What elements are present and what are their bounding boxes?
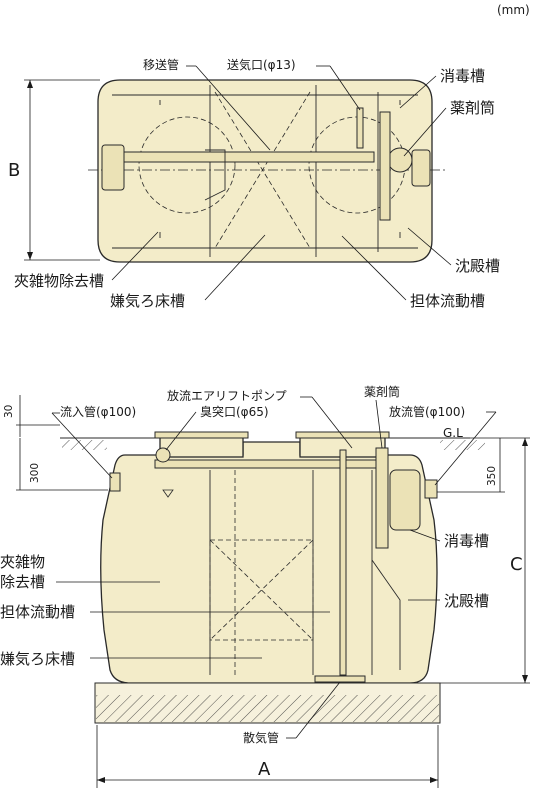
label-top-chemical: 薬剤筒 xyxy=(450,99,495,117)
lead-top-foreign xyxy=(111,231,159,281)
dim-c-label: C xyxy=(510,554,523,575)
side-inlet-stub xyxy=(109,472,121,492)
top-manhole-1 xyxy=(138,116,236,214)
lead-diffuser xyxy=(295,681,341,739)
dim-b-label: B xyxy=(8,160,20,181)
label-top-anaerobic: 嫌気ろ床槽 xyxy=(110,292,185,310)
top-air-inlet-pipe xyxy=(356,107,364,149)
side-foundation-hatch xyxy=(96,695,439,722)
side-filter-box xyxy=(209,539,314,641)
side-view: A C 30 300 350 G.L 放流エアリフトポンプ 薬剤筒 流入管(φ1… xyxy=(0,384,530,788)
top-vertical-pipe xyxy=(379,111,391,221)
side-disinfection-box xyxy=(389,469,421,531)
dim-a-label: A xyxy=(258,759,271,780)
lead-top-disinfection xyxy=(399,75,437,109)
top-transfer-pipe xyxy=(123,151,375,163)
label-side-foreign-1: 夾雑物 xyxy=(0,553,45,571)
top-cross-2 xyxy=(214,91,311,249)
side-outlet-stub xyxy=(424,479,438,499)
lead-inflow xyxy=(51,412,113,479)
label-top-disinfection: 消毒槽 xyxy=(440,67,485,85)
side-odor-vent xyxy=(155,447,171,463)
dim-30-label: 30 xyxy=(3,405,15,418)
unit-label: (mm) xyxy=(497,3,530,17)
top-detail-a xyxy=(204,149,226,201)
label-top-carrier: 担体流動槽 xyxy=(410,292,485,310)
ground-hatch-right xyxy=(440,440,485,450)
top-chemical-cylinder xyxy=(387,147,413,173)
lead-top-anaerobic xyxy=(204,234,266,301)
top-view: B 移送管 送気口(φ13) 消毒槽 薬剤筒 夾雑物除去槽 嫌気ろ床槽 担体流動… xyxy=(8,57,500,310)
lead-discharge xyxy=(434,411,497,486)
lead-airlift xyxy=(311,396,353,449)
top-inlet-box xyxy=(101,144,125,191)
top-outlet-box xyxy=(411,149,431,187)
label-gl: G.L xyxy=(443,426,463,440)
side-diffuser-pipe xyxy=(314,675,366,683)
side-airlift-pipe xyxy=(339,449,347,676)
lead-side-chemical xyxy=(375,399,383,449)
side-chemical-cylinder xyxy=(375,447,389,549)
lead-top-chemical xyxy=(403,107,447,157)
label-transfer-pipe: 移送管 xyxy=(143,57,179,72)
side-manhole-1-lid xyxy=(154,431,249,439)
label-top-foreign: 夾雑物除去槽 xyxy=(14,272,104,290)
lead-top-carrier xyxy=(341,235,407,301)
water-level-mark xyxy=(162,489,174,498)
label-side-anaerobic: 嫌気ろ床槽 xyxy=(0,650,75,668)
dim-300-label: 300 xyxy=(29,463,41,483)
label-side-sediment: 沈殿槽 xyxy=(444,592,489,610)
top-view-rib-lines xyxy=(112,94,418,249)
label-air-inlet: 送気口(φ13) xyxy=(227,57,296,72)
lead-air-inlet xyxy=(329,65,361,111)
label-airlift-pump: 放流エアリフトポンプ xyxy=(167,388,287,403)
label-top-sediment: 沈殿槽 xyxy=(455,257,500,275)
label-side-foreign-2: 除去槽 xyxy=(0,573,45,591)
top-view-tank-body xyxy=(97,79,433,263)
label-side-chemical: 薬剤筒 xyxy=(364,384,400,399)
lead-side-disinfection xyxy=(409,529,441,542)
lead-transfer-pipe xyxy=(195,65,271,151)
side-manhole-2-lid xyxy=(295,431,390,439)
ground-hatch-left xyxy=(62,440,107,450)
label-diffuser: 散気管 xyxy=(243,730,279,745)
label-odor-vent: 臭突口(φ65) xyxy=(200,404,269,419)
top-small-marks xyxy=(159,100,401,238)
lead-odor-vent xyxy=(165,411,197,451)
lead-top-sediment xyxy=(407,227,452,266)
label-side-disinfection: 消毒槽 xyxy=(444,532,489,550)
label-side-carrier: 担体流動槽 xyxy=(0,603,75,621)
label-inflow-pipe: 流入管(φ100) xyxy=(60,404,136,419)
dim-350-label: 350 xyxy=(486,466,498,486)
label-discharge-pipe: 放流管(φ100) xyxy=(389,404,465,419)
side-sediment-slope xyxy=(371,559,401,670)
